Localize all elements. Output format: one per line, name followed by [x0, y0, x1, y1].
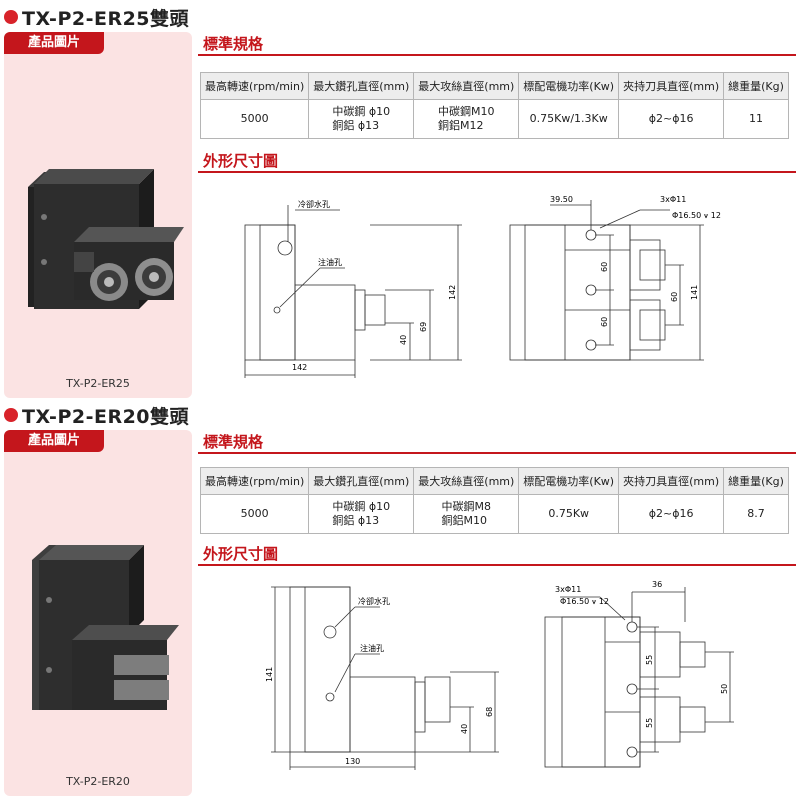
cell-tap-2: 銅鋁M12 [438, 119, 484, 132]
spec-title: 標準規格 [203, 35, 264, 53]
product-photo-panel: 產品圖片 TX-P2-ER25 [4, 32, 192, 398]
dim-hole-spec: 3xΦ11 [555, 585, 581, 594]
product-section-er25: TX-P2-ER25雙頭 產品圖片 TX-P2-ER25 標準規格 [0, 0, 800, 400]
product-title-row: TX-P2-ER25雙頭 [4, 5, 190, 30]
header-clamp: 夾持刀具直徑(mm) [618, 467, 725, 495]
header-clamp: 夾持刀具直徑(mm) [618, 72, 725, 100]
cell-tap-1: 中碳鋼M8 [441, 500, 492, 513]
dim-pitch-1: 55 [645, 655, 654, 665]
dim-68: 68 [485, 707, 494, 717]
dim-height: 142 [448, 285, 457, 300]
header-power: 標配電機功率(Kw) [518, 467, 620, 495]
dim-counterbore: Φ16.50 ⩛ 12 [560, 597, 609, 606]
dim-offset: 39.50 [550, 195, 573, 204]
spec-divider [198, 54, 796, 56]
cell-power: 0.75Kw [518, 494, 620, 534]
dimension-divider [198, 171, 796, 173]
dim-hole-spec: 3xΦ11 [660, 195, 686, 204]
header-drill: 最大鑽孔直徑(mm) [308, 467, 415, 495]
dim-height: 141 [265, 667, 274, 682]
cell-speed: 5000 [199, 99, 310, 139]
cell-drill-1: 中碳鋼 ϕ10 [332, 500, 391, 513]
dim-40: 40 [399, 335, 408, 345]
dimension-drawing-er20: 冷卻水孔 注油孔 130 141 68 40 [265, 580, 734, 770]
product-title-row: TX-P2-ER20雙頭 [4, 403, 190, 428]
dim-69: 69 [419, 322, 428, 332]
photo-tab: 產品圖片 [4, 32, 104, 54]
dimension-divider [198, 564, 796, 566]
label-oil-hole: 注油孔 [360, 643, 384, 653]
dim-center: 60 [670, 292, 679, 302]
spec-divider [198, 452, 796, 454]
cell-drill-2: 銅鋁 ϕ13 [332, 514, 380, 527]
cell-clamp: ϕ2~ϕ16 [618, 494, 725, 534]
label-coolant-hole: 冷卻水孔 [298, 199, 330, 209]
dimension-drawing-er25: 冷卻水孔 注油孔 142 142 69 40 [244, 195, 721, 378]
dim-width: 142 [292, 363, 307, 372]
dim-pitch-1: 60 [600, 262, 609, 272]
dim-offset: 36 [652, 580, 662, 589]
cell-tap-2: 銅鋁M10 [441, 514, 488, 527]
header-speed: 最高轉速(rpm/min) [199, 467, 310, 495]
cell-speed: 5000 [199, 494, 310, 534]
photo-caption: TX-P2-ER25 [66, 377, 130, 390]
label-coolant-hole: 冷卻水孔 [358, 596, 390, 606]
header-tap: 最大攻絲直徑(mm) [413, 467, 520, 495]
dim-pitch-2: 55 [645, 718, 654, 728]
bullet-dot-icon [4, 10, 18, 24]
header-power: 標配電機功率(Kw) [518, 72, 620, 100]
header-speed: 最高轉速(rpm/min) [199, 72, 310, 100]
spec-table: 最高轉速(rpm/min) 最大鑽孔直徑(mm) 最大攻絲直徑(mm) 標配電機… [199, 467, 789, 534]
header-weight: 總重量(Kg) [723, 467, 789, 495]
product-title: TX-P2-ER25雙頭 [22, 7, 190, 30]
cell-drill-2: 銅鋁 ϕ13 [332, 119, 380, 132]
cell-clamp: ϕ2~ϕ16 [618, 99, 725, 139]
cell-drill-1: 中碳鋼 ϕ10 [332, 105, 391, 118]
product-photo [28, 169, 184, 309]
cell-weight: 11 [723, 99, 789, 139]
spec-title: 標準規格 [203, 433, 264, 451]
cell-tap-1: 中碳鋼M10 [438, 105, 495, 118]
dim-40: 40 [460, 724, 469, 734]
front-view [509, 200, 704, 361]
dimension-title: 外形尺寸圖 [203, 152, 279, 170]
header-weight: 總重量(Kg) [723, 72, 789, 100]
dim-counterbore: Φ16.50 ⩛ 12 [672, 211, 721, 220]
side-view [244, 205, 462, 378]
table-header-row: 最高轉速(rpm/min) 最大鑽孔直徑(mm) 最大攻絲直徑(mm) 標配電機… [199, 72, 789, 100]
front-view [544, 587, 734, 768]
cell-power: 0.75Kw/1.3Kw [518, 99, 620, 139]
header-tap: 最大攻絲直徑(mm) [413, 72, 520, 100]
bullet-dot-icon [4, 408, 18, 422]
product-section-er20: TX-P2-ER20雙頭 產品圖片 TX-P2-ER20 標準規格 最高轉速(r… [0, 400, 800, 800]
dim-width: 130 [345, 757, 360, 766]
table-header-row: 最高轉速(rpm/min) 最大鑽孔直徑(mm) 最大攻絲直徑(mm) 標配電機… [199, 467, 789, 495]
product-photo [32, 545, 179, 710]
dim-pitch-2: 60 [600, 317, 609, 327]
product-title: TX-P2-ER20雙頭 [22, 405, 190, 428]
header-drill: 最大鑽孔直徑(mm) [308, 72, 415, 100]
dimension-title: 外形尺寸圖 [203, 545, 279, 563]
photo-caption: TX-P2-ER20 [66, 775, 130, 788]
cell-weight: 8.7 [723, 494, 789, 534]
side-view [271, 586, 499, 770]
dim-side-height: 141 [690, 285, 699, 300]
spec-table: 最高轉速(rpm/min) 最大鑽孔直徑(mm) 最大攻絲直徑(mm) 標配電機… [199, 72, 789, 139]
label-oil-hole: 注油孔 [318, 257, 342, 267]
photo-tab: 產品圖片 [4, 430, 104, 452]
product-photo-panel: 產品圖片 TX-P2-ER20 [4, 430, 192, 796]
dim-center: 50 [720, 684, 729, 694]
